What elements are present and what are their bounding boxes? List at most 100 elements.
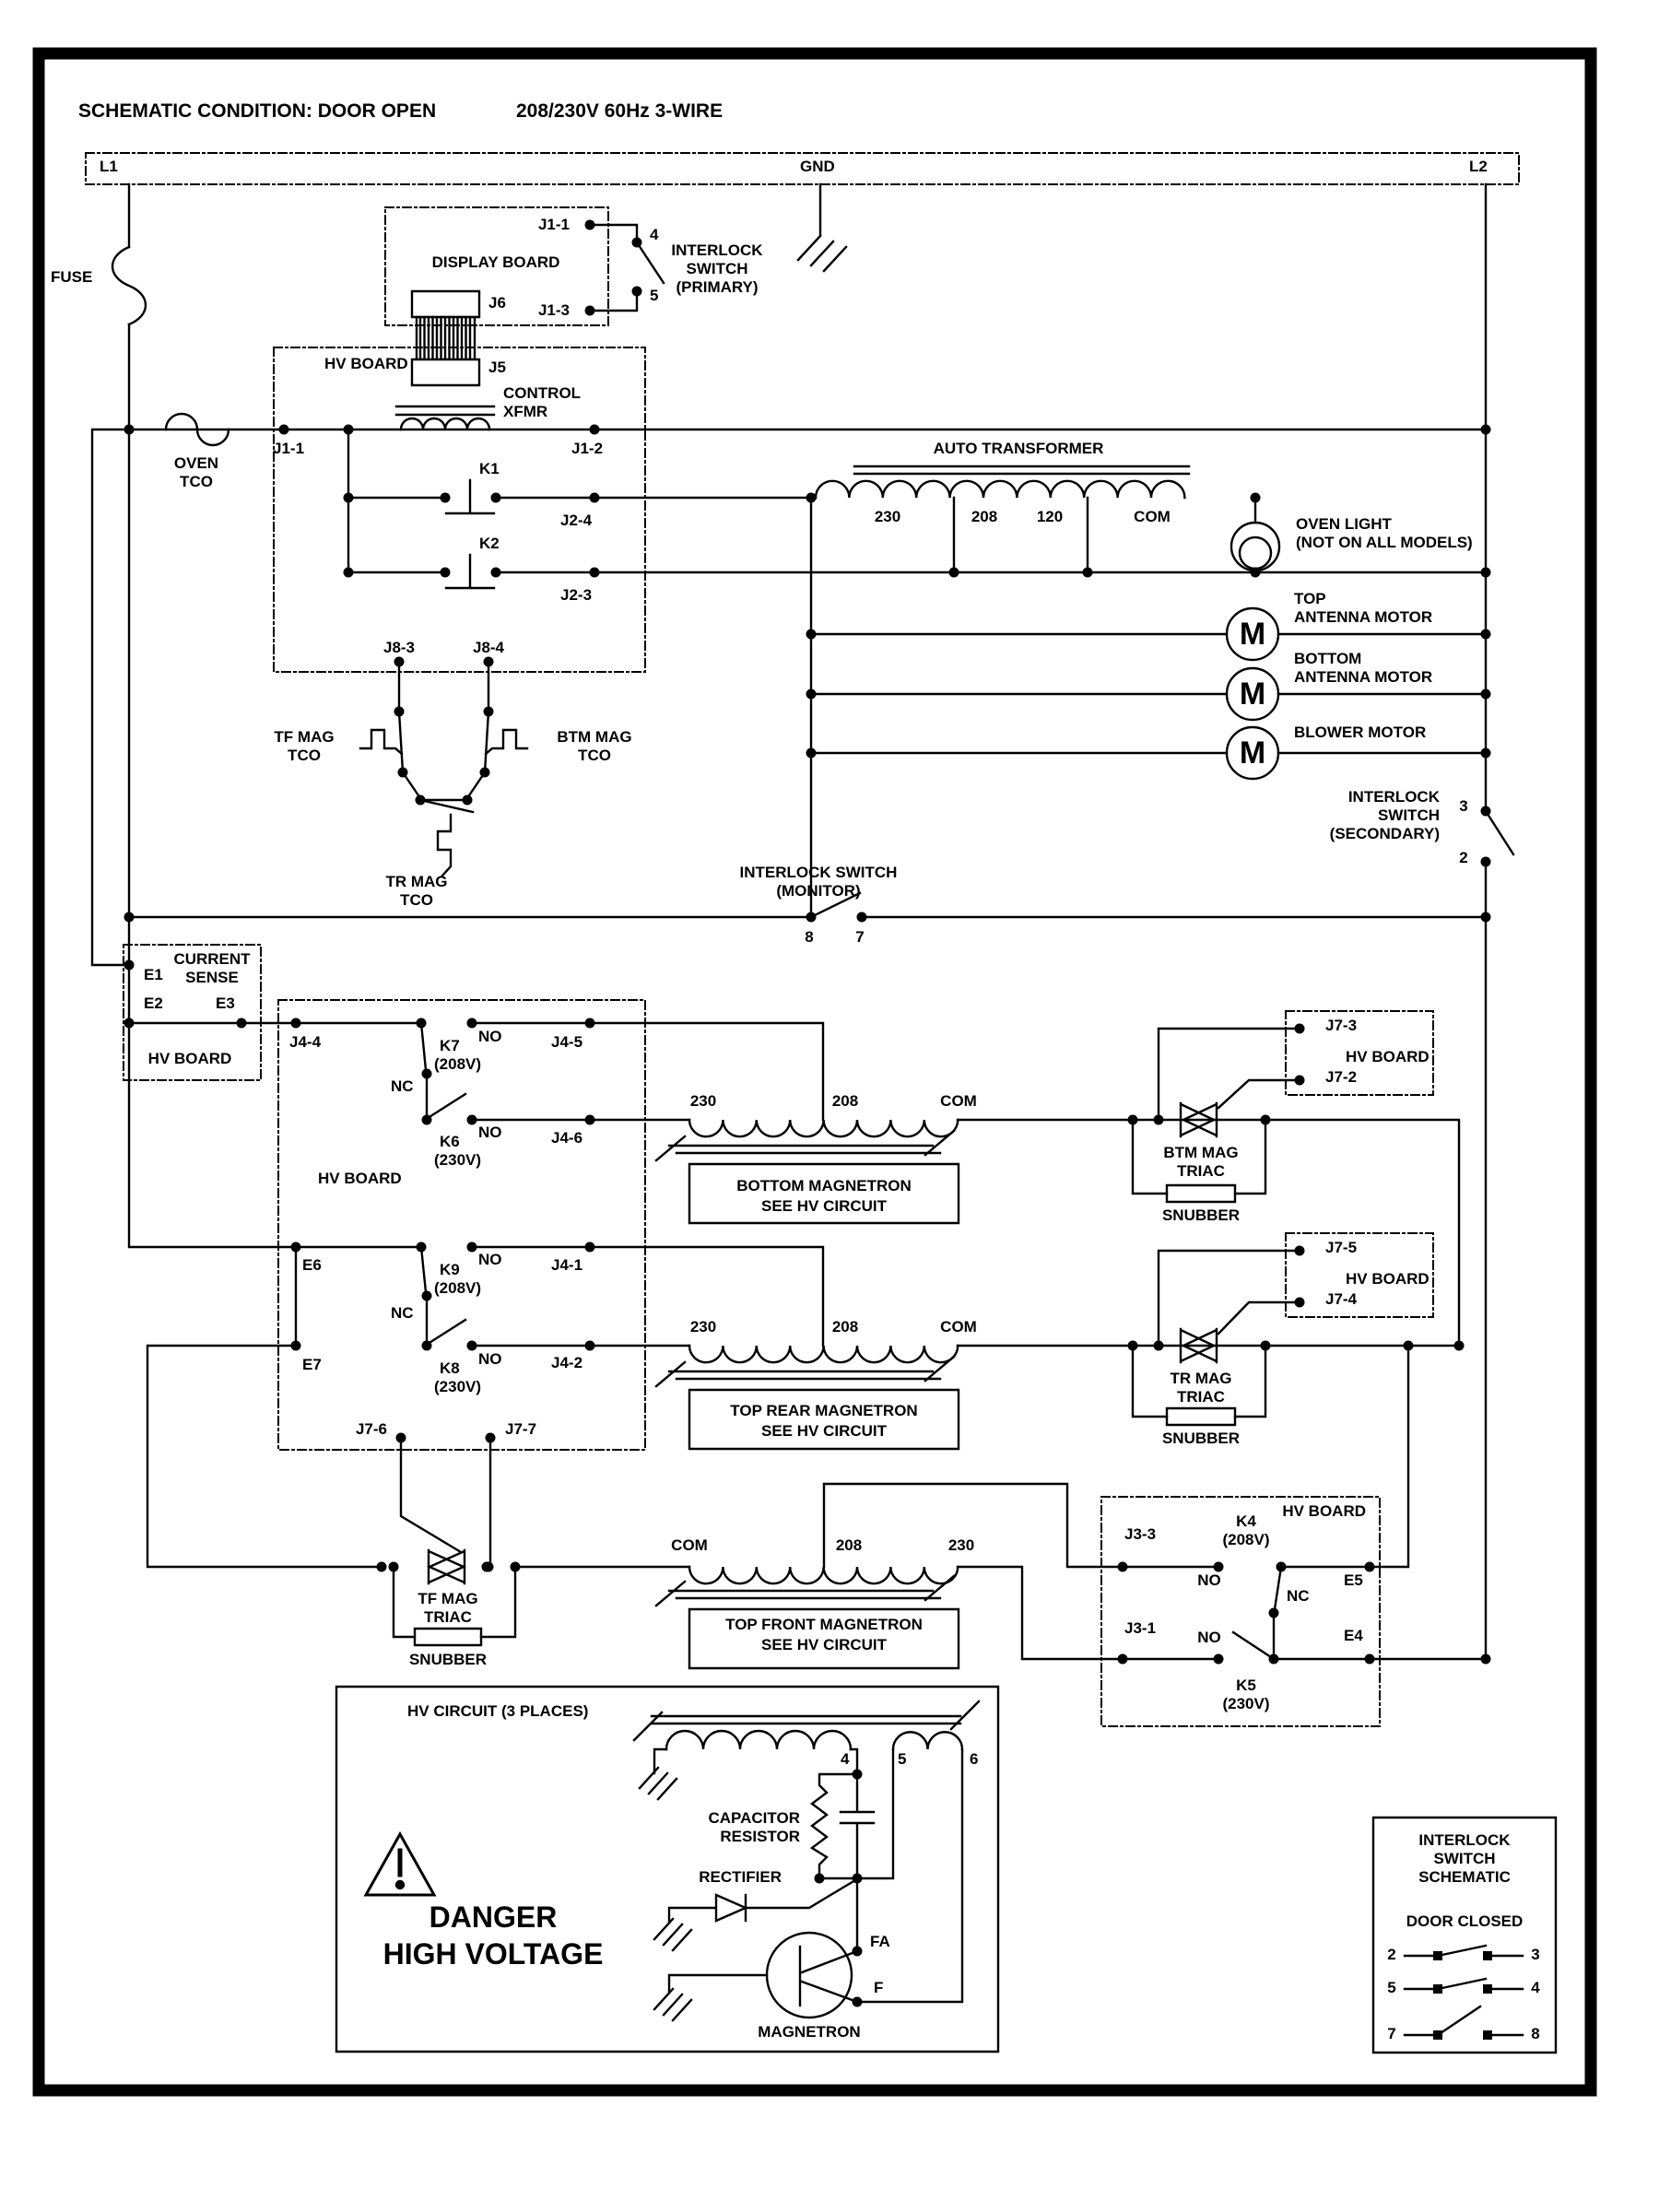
btm-snubber (1167, 1185, 1235, 1202)
k4-2-label: (208V) (1222, 1531, 1270, 1548)
junction-dot (343, 492, 354, 503)
junction-dot (462, 794, 473, 806)
k5-1-label: K5 (1236, 1677, 1256, 1694)
k9-no-label: NO (478, 1251, 502, 1268)
btm-triac-1-label: BTM MAG (1163, 1144, 1239, 1161)
tr-transformer-secondary (656, 1357, 954, 1386)
j1-2-label: J1-2 (571, 440, 604, 457)
motor-top-m-label: M (1239, 617, 1266, 652)
junction-dot (1117, 1653, 1128, 1665)
junction-dot (806, 629, 817, 640)
blower-motor-symbol (1227, 727, 1278, 779)
k9-k8-relay-wires (147, 1247, 823, 1567)
j4-1-label: J4-1 (551, 1256, 583, 1274)
hv-terminal-4-label: 4 (841, 1750, 850, 1768)
ds-4-label: 4 (1531, 1979, 1540, 1996)
junction-dot (1250, 567, 1261, 578)
junction-dot (852, 1873, 863, 1884)
junction-dot (852, 1996, 863, 2007)
interlock-sec-1-label: INTERLOCK (1347, 788, 1440, 806)
k7-nc-label: NC (391, 1077, 414, 1095)
j4-5-label: J4-5 (551, 1033, 583, 1051)
btm-mag-triac-symbol (1181, 1103, 1217, 1136)
junction-dot (440, 567, 451, 578)
junction-dot (1294, 1297, 1305, 1308)
ds-8-label: 8 (1531, 2025, 1540, 2042)
at-120-label: 120 (1036, 508, 1064, 525)
hv-board-j75-label: HV BOARD (1346, 1270, 1430, 1288)
fuse-label: FUSE (51, 268, 93, 286)
btm-triac-2-label: TRIAC (1177, 1162, 1225, 1180)
hv-terminal-6-label: 6 (970, 1750, 979, 1768)
k6-1-label: K6 (440, 1133, 460, 1150)
interlock-sec-3-label: (SECONDARY) (1329, 825, 1440, 842)
ds-5-label: 5 (1387, 1979, 1396, 1996)
hv-board-j7-5-box (1286, 1233, 1433, 1317)
j2-4-label: J2-4 (560, 512, 593, 529)
junction-dot (421, 1340, 432, 1351)
k9-2-label: (208V) (434, 1279, 482, 1297)
interlock-secondary-switch (1486, 811, 1513, 854)
tf-line-wires (515, 1484, 1218, 1659)
junction-dot (466, 1241, 477, 1253)
door-closed-terminals (1433, 1951, 1492, 2040)
junction-dot (1480, 688, 1491, 700)
bt-com-label: COM (940, 1092, 977, 1110)
k8-1-label: K8 (440, 1359, 460, 1377)
rail-l2-label: L2 (1469, 158, 1488, 175)
tf-mag-tco-element (360, 730, 402, 754)
motor-blower-label: BLOWER MOTOR (1294, 724, 1427, 741)
tr-triac-2-label: TRIAC (1177, 1388, 1225, 1406)
junction-dot (124, 912, 135, 923)
tr-magnetron-label-box (689, 1390, 959, 1449)
junction-dot (806, 912, 817, 923)
ds-7-label: 7 (1387, 2025, 1396, 2042)
junction-dot (479, 767, 490, 778)
snubber-btm-label: SNUBBER (1161, 1206, 1241, 1224)
ft-230-label: 230 (947, 1536, 975, 1554)
junction-dot (416, 1018, 427, 1029)
rail-gnd-label: GND (800, 158, 835, 175)
junction-dot (1260, 1340, 1271, 1351)
j3-3-label: J3-3 (1124, 1525, 1157, 1543)
current-sense-2-label: SENSE (185, 969, 239, 986)
k7-1-label: K7 (440, 1037, 460, 1054)
iss-3-label: SCHEMATIC (1418, 1868, 1511, 1886)
tr-mag-1-label: TOP REAR MAGNETRON (730, 1402, 918, 1419)
auto-transformer-coil (816, 481, 1184, 498)
junction-dot (1294, 1245, 1305, 1256)
junction-dot (421, 1114, 432, 1125)
monitor-2-label: (MONITOR) (776, 882, 861, 900)
e5-label: E5 (1344, 1571, 1363, 1589)
k6-no-label: NO (478, 1124, 502, 1141)
oven-light-2-label: (NOT ON ALL MODELS) (1296, 534, 1473, 551)
auto-transformer-core (854, 466, 1189, 474)
rail-wires (129, 184, 1486, 1659)
dashed-boxes (86, 153, 1519, 1726)
junction-dot (852, 1946, 863, 1957)
j7-2-label: J7-2 (1325, 1068, 1358, 1086)
danger-1-label: DANGER (429, 1900, 558, 1934)
bottom-antenna-motor-symbol (1227, 668, 1278, 720)
bt-230-label: 230 (689, 1092, 717, 1110)
cs-hv-board-label: HV BOARD (147, 1050, 232, 1067)
junction-dot (852, 1769, 863, 1780)
junction-dot (584, 1340, 595, 1351)
junction-dot (1260, 1114, 1271, 1125)
power-rail-box (86, 153, 1519, 184)
oven-light-1-label: OVEN LIGHT (1296, 515, 1392, 533)
oven-tco-2-label: TCO (180, 473, 213, 490)
hv-board-top-label: HV BOARD (324, 355, 408, 372)
bt-208-label: 208 (831, 1092, 859, 1110)
j6-connector (412, 291, 479, 317)
junction-dot (806, 492, 817, 503)
junction-dot (1480, 1653, 1491, 1665)
junction-dot (948, 567, 959, 578)
junction-dot (1480, 567, 1491, 578)
junction-dot (814, 1873, 825, 1884)
junction-dot (589, 492, 600, 503)
k4-k5-relay-wires (1123, 1346, 1486, 1659)
k2-label: K2 (479, 535, 500, 552)
junction-dot (584, 305, 595, 316)
